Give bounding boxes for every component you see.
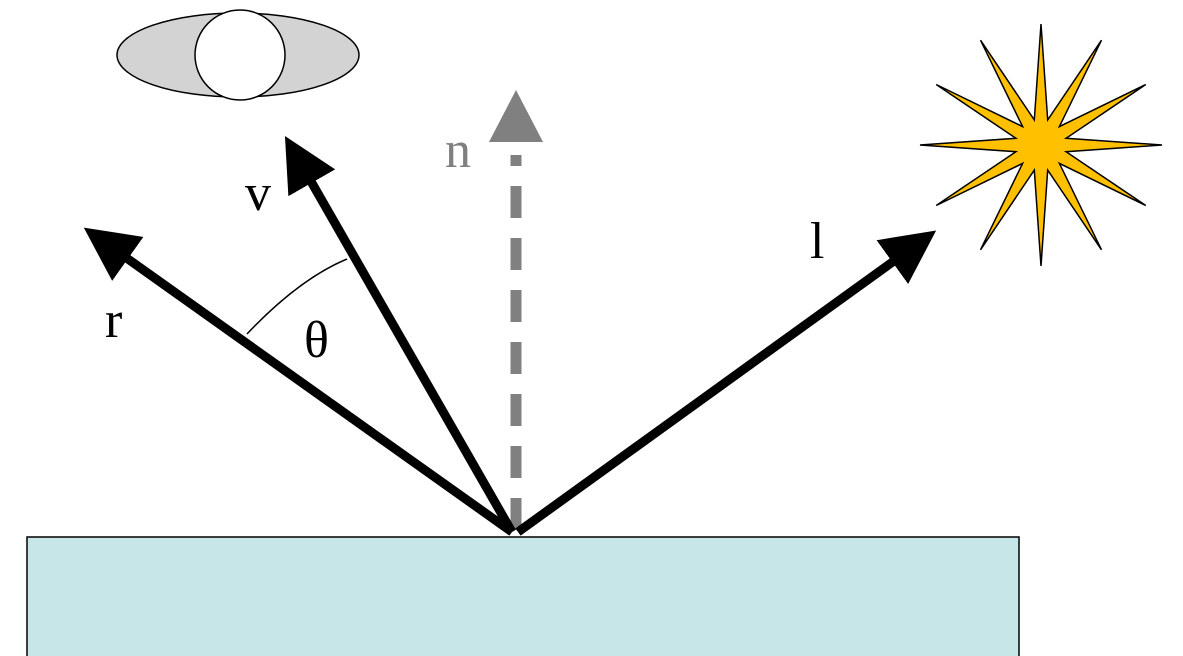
surface: [26, 536, 1020, 656]
eye-pupil: [194, 9, 286, 101]
reflect-label: r: [105, 292, 122, 349]
angle-arc: [246, 258, 348, 335]
view-label: v: [245, 165, 271, 222]
light-vector: [515, 230, 937, 536]
view-vector: [284, 135, 516, 535]
light-label: l: [810, 213, 824, 270]
normal-label: n: [445, 122, 471, 179]
normal-vector: [489, 90, 543, 530]
sun-icon: [919, 23, 1163, 267]
reflect-vector: [83, 227, 515, 536]
angle-label: θ: [304, 312, 329, 369]
normal-vector-arrowhead: [489, 90, 543, 142]
eye-icon: [116, 9, 360, 101]
